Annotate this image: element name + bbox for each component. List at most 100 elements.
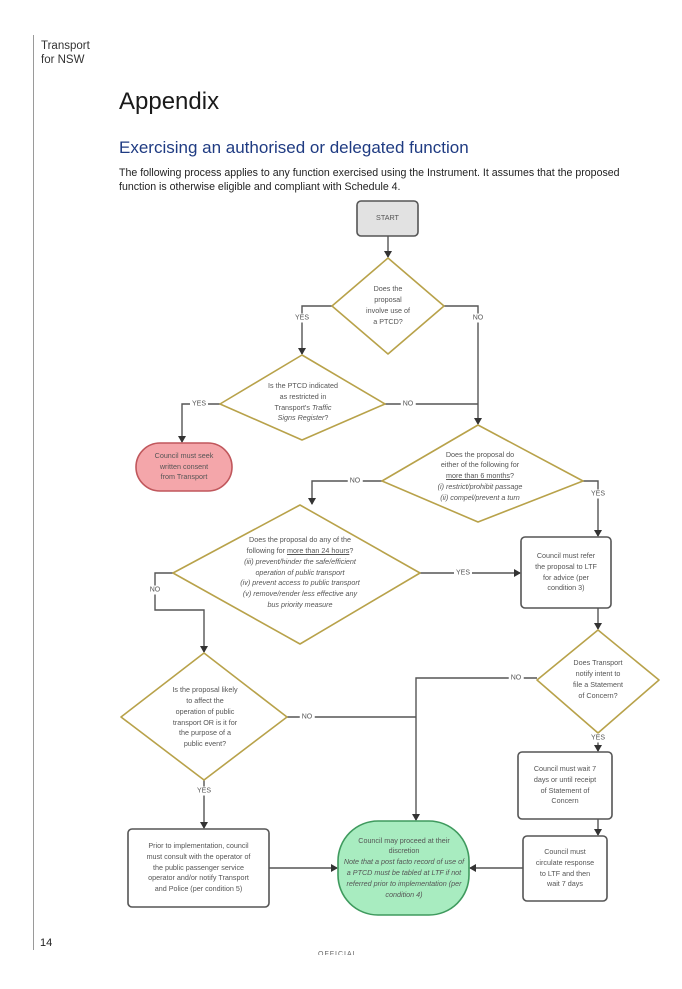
node-text-line: to LTF and then [540,869,590,880]
edge-label-d3-yes: YES [588,489,608,499]
edge-label-d1-no: NO [470,313,486,323]
edge-d1-no [444,305,482,425]
node-text-line: wait 7 days [547,879,583,890]
node-text: of Concern? [578,690,618,700]
circulate-box [522,835,608,902]
node-text-line: condition 3) [547,583,584,594]
edge-label-d2-yes: YES [189,399,209,409]
node-text: operation of public transport [255,567,345,577]
node-text: the purpose of a [179,728,231,738]
node-text: either of the following for [440,460,520,470]
edge-label-d2-no: NO [400,399,416,409]
red-terminal [135,442,233,492]
refer-box [520,536,612,609]
node-text: a PTCD? [373,316,403,326]
edge-label-d5-no: NO [508,673,524,683]
node-text: referred prior to implementation (per [346,878,462,888]
node-text: days or until receipt [533,774,597,784]
node-text-line: of Concern? [578,691,617,702]
node-text: to affect the [186,695,224,705]
node-text: involve use of [366,306,410,315]
node-text: Council must refer [536,550,596,560]
node-text-line: condition 4) [385,890,422,901]
node-text-line: proposal [374,295,402,306]
node-text: Signs Register [277,413,325,423]
node-text: Does Transport [573,658,623,668]
node-text-line: operation of public transport [255,568,344,579]
node-text-line: from Transport [161,472,208,483]
node-text: condition 4) [385,889,423,899]
node-text-line: and Police (per condition 5) [155,884,243,895]
node-start: START [357,201,418,236]
edge-label-d4-no: NO [147,585,163,595]
node-text-line: notify intent to [576,669,621,680]
node-text-line: written consent [160,462,208,473]
node-text-line: Signs Register? [278,413,329,424]
page-title: Appendix [119,88,220,115]
node-text-line: Is the PTCD indicated [268,381,338,392]
node-text-line: must consult with the operator of [147,852,251,863]
decision-d1 [331,257,445,355]
node-text-line: (ii) compel/prevent a turn [440,493,520,504]
node-text-line: a PTCD must be tabled at LTF if not [347,868,461,879]
node-text: Council must [544,846,586,856]
node-text: bus priority measure [267,599,333,609]
node-text-line: Does the proposal do any of the [249,535,351,546]
node-text-line: involve use of [366,306,410,317]
edge-d4-no [154,572,208,653]
node-text: operation of public [175,706,235,716]
node-text: Is the proposal likely [172,685,238,695]
node-text-line: Concern [551,796,578,807]
edge-d3-yes [583,480,602,537]
node-text-line: days or until receipt [534,775,596,786]
node-text: file a Statement [573,680,623,689]
node-text: Does the proposal do [445,449,515,459]
node-text: (iii) prevent/hinder the safe/efficient [244,556,356,566]
node-text-line: referred prior to implementation (per [346,879,461,890]
node-text-line: operator and/or notify Transport [148,873,249,884]
edge-d2-yes [178,403,220,443]
node-text-line: (iv) prevent access to public transport [240,578,359,589]
node-text-line: to affect the [186,696,223,707]
node-text: Prior to implementation, council [148,841,249,850]
node-text-line: Council must [544,847,586,858]
edge-label-d6-yes: YES [194,786,214,796]
margin-rule [33,35,34,950]
node-text: the proposal to LTF [535,561,597,571]
node-text-line: discretion [389,846,420,857]
node-text: as restricted in [279,391,327,401]
edge-label-d1-yes: YES [292,313,312,323]
node-text: and Police (per condition 5) [154,884,243,894]
node-text: Is the PTCD indicated [268,380,338,390]
node-text-line: (v) remove/render less effective any [243,589,357,600]
start-terminal [356,200,419,237]
node-text: public event? [183,739,227,749]
edge-label-d6-no: NO [299,712,315,722]
brand-logo-text: Transport for NSW [41,39,90,67]
decision-d3 [381,424,584,523]
node-text: Council may proceed at their [358,835,450,845]
edge-label-d4-yes: YES [453,568,473,578]
node-text: ? [324,413,329,423]
node-text-line: file a Statement [573,680,623,691]
brand-line-2: for NSW [41,54,85,66]
section-heading: Exercising an authorised or delegated fu… [119,138,469,157]
edge-d1-yes [298,305,332,355]
node-text: more than 24 hours [287,546,350,555]
node-text-line: public event? [184,739,226,750]
node-text-line: the proposal to LTF [535,562,597,573]
node-text: START [376,213,399,223]
intro-paragraph: The following process applies to any fun… [119,167,620,193]
node-text: proposal [374,295,402,305]
node-text-line: a PTCD? [373,317,403,328]
node-text: transport OR is it for [172,717,238,727]
node-text-line: (i) restrict/prohibit passage [438,482,523,493]
node-text-line: more than 6 months? [446,471,514,482]
node-text: ? [509,471,514,481]
decision-d5 [536,629,660,734]
